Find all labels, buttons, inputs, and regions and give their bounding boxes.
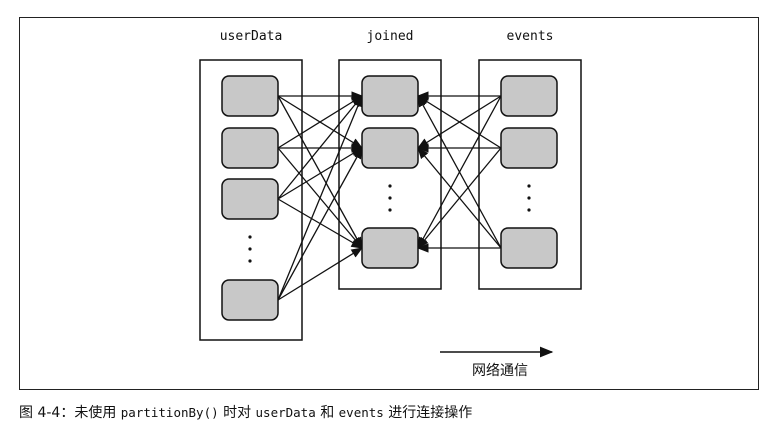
- userdata-partition-4: [221, 279, 279, 321]
- userdata-partition-1: [221, 75, 279, 117]
- events-partition-2: [500, 127, 558, 169]
- userdata-partition-2: [221, 127, 279, 169]
- column-title-events: events: [507, 29, 554, 44]
- figure-caption: 图 4-4：未使用 partitionBy() 时对 userData 和 ev…: [19, 402, 759, 422]
- joined-partition-3: [361, 227, 419, 269]
- caption-code-partitionby: partitionBy(): [120, 405, 219, 420]
- edge-events-3-joined-1: [417, 94, 502, 249]
- edge-userdata-4-joined-3: [277, 247, 363, 301]
- events-ellipsis: [527, 184, 531, 212]
- column-title-userdata: userData: [220, 29, 283, 44]
- edge-userdata-2-joined-1: [277, 95, 363, 149]
- userdata-ellipsis: [248, 235, 252, 263]
- caption-suffix: 进行连接操作: [383, 405, 473, 421]
- column-title-joined: joined: [367, 29, 414, 44]
- userdata-rdd-box: [199, 59, 303, 341]
- joined-partition-2: [361, 127, 419, 169]
- edge-userdata-3-joined-1: [277, 95, 363, 200]
- edge-userdata-1-joined-3: [277, 95, 363, 250]
- edge-userdata-4-joined-1: [277, 94, 363, 301]
- edge-userdata-4-joined-2: [277, 146, 363, 301]
- network-label: 网络通信: [472, 363, 528, 379]
- edge-events-3-joined-2: [417, 147, 502, 249]
- events-partition-1: [500, 75, 558, 117]
- events-partition-3: [500, 227, 558, 269]
- caption-prefix: 图 4-4：未使用: [19, 405, 121, 421]
- caption-code-events: events: [338, 405, 384, 420]
- edge-events-2-joined-1: [417, 95, 502, 149]
- caption-mid1: 时对: [218, 405, 256, 421]
- diagram-frame: [19, 17, 759, 390]
- joined-ellipsis: [388, 184, 392, 212]
- edge-userdata-3-joined-2: [277, 147, 364, 200]
- userdata-partition-3: [221, 178, 279, 220]
- join-diagram: userData joined events 网络通信: [199, 29, 582, 379]
- caption-mid2: 和: [315, 405, 339, 421]
- joined-rdd-box: [338, 59, 442, 290]
- joined-partition-1: [361, 75, 419, 117]
- shuffle-edges: [277, 91, 502, 301]
- caption-code-userdata: userData: [255, 405, 316, 420]
